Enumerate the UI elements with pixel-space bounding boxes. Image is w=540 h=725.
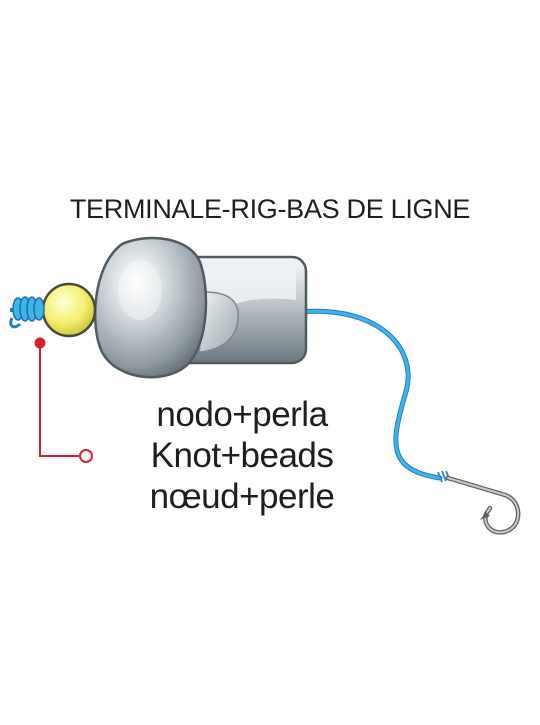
knot-coil-icon <box>9 296 45 329</box>
callout-labels: nodo+perla Knot+beads nœud+perle <box>112 394 372 517</box>
callout-leader-icon <box>34 337 93 463</box>
callout-label-french: nœud+perle <box>149 477 335 516</box>
callout-label-italian: nodo+perla <box>156 395 328 434</box>
callout-label-english: Knot+beads <box>150 436 334 475</box>
lead-weight-icon <box>93 236 308 379</box>
diagram-title: TERMINALE-RIG-BAS DE LIGNE <box>69 194 471 224</box>
fishing-line-icon <box>297 308 443 481</box>
bead-icon <box>41 282 97 338</box>
fish-hook-icon <box>437 470 521 535</box>
